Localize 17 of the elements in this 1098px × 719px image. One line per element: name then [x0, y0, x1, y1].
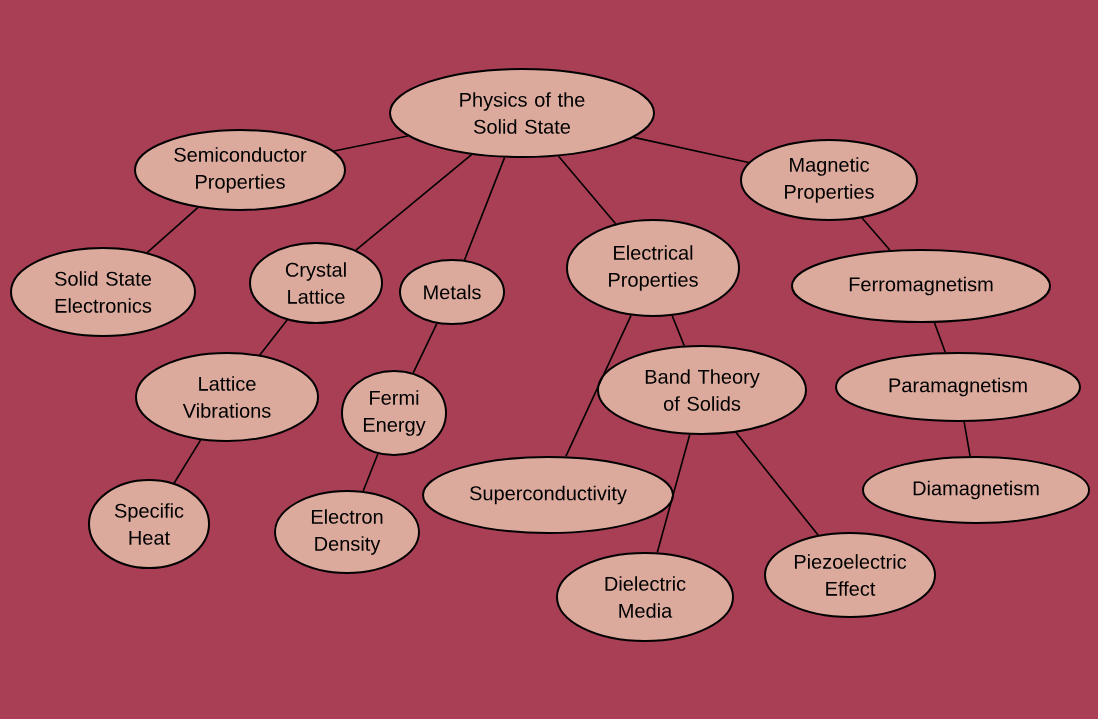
connector-line: [861, 217, 891, 251]
connector-line: [565, 314, 632, 458]
connector-line: [412, 322, 438, 374]
connector-line: [557, 155, 617, 225]
connector-line: [362, 453, 379, 492]
connector-line: [963, 421, 971, 457]
connector-line: [146, 206, 199, 254]
connector-line: [173, 439, 202, 484]
connector-line: [671, 314, 685, 347]
connector-line: [259, 319, 288, 356]
connector-line: [735, 431, 819, 536]
connector-line: [463, 156, 506, 261]
connector-line: [333, 135, 409, 152]
connector-line: [632, 136, 750, 164]
connector-line: [933, 322, 947, 353]
connector-line: [656, 433, 691, 554]
connector-line: [355, 153, 473, 251]
